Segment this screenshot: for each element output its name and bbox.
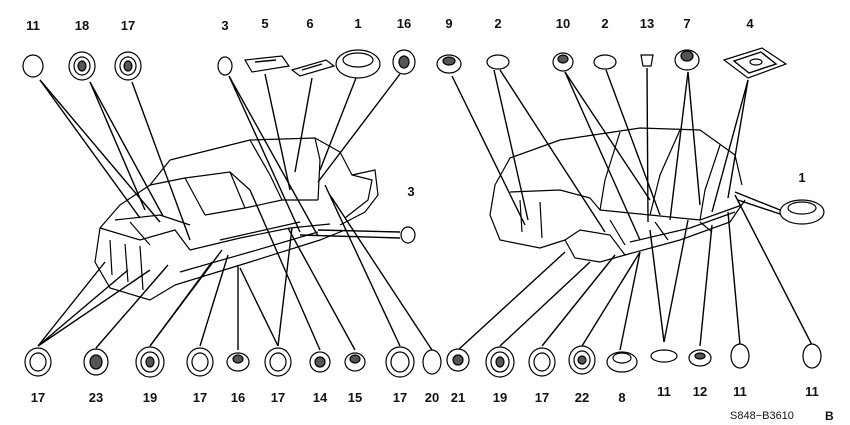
part-14-grommet xyxy=(309,351,331,373)
label-10: 10 xyxy=(556,16,570,31)
label-18: 18 xyxy=(75,18,89,33)
leader-lines xyxy=(37,67,813,351)
part-11-seal-b1 xyxy=(650,349,678,363)
label-9: 9 xyxy=(445,16,452,31)
top-parts xyxy=(22,47,788,81)
part-18-grommet xyxy=(68,51,96,81)
part-17-grommet-b3 xyxy=(264,347,292,377)
label-19-b1: 19 xyxy=(143,390,157,405)
label-17-b5: 17 xyxy=(535,390,549,405)
label-11-b2: 11 xyxy=(733,384,747,399)
part-4-rect-grommet xyxy=(722,47,788,79)
label-20: 20 xyxy=(425,390,439,405)
label-17-b4: 17 xyxy=(393,390,407,405)
label-22: 22 xyxy=(575,390,589,405)
label-2-b: 2 xyxy=(601,16,608,31)
part-13-plug xyxy=(640,54,654,67)
diagram-code: S848−B3610 xyxy=(730,410,794,422)
part-2-cap-a xyxy=(486,54,510,70)
label-7: 7 xyxy=(683,16,690,31)
label-2-a: 2 xyxy=(494,16,501,31)
car-body-rear-view xyxy=(489,127,746,263)
label-16-bottom: 16 xyxy=(231,390,245,405)
part-8-grommet xyxy=(606,351,638,373)
part-15-grommet xyxy=(344,352,366,372)
part-5-plate xyxy=(244,55,291,73)
part-19-grommet-b1 xyxy=(135,346,165,378)
part-6-plate xyxy=(290,59,336,77)
label-3-side: 3 xyxy=(407,184,414,199)
part-3-seal-top xyxy=(217,56,233,76)
label-17-b3: 17 xyxy=(271,390,285,405)
part-20-seal xyxy=(422,349,442,375)
part-21-grommet xyxy=(446,348,470,372)
label-23: 23 xyxy=(89,390,103,405)
label-21: 21 xyxy=(451,390,465,405)
part-11-seal-b3 xyxy=(802,343,822,369)
label-13: 13 xyxy=(640,16,654,31)
part-9-plug xyxy=(436,54,462,74)
label-19-b2: 19 xyxy=(493,390,507,405)
car-body-front-view xyxy=(94,137,379,301)
part-1-grommet-top xyxy=(335,49,381,79)
part-17-grommet-b2 xyxy=(186,347,214,377)
label-3-top: 3 xyxy=(221,18,228,33)
diagram-code-suffix: B xyxy=(825,409,834,423)
part-12-grommet xyxy=(688,349,712,367)
label-11-top-a: 11 xyxy=(26,18,40,33)
part-3-seal-side xyxy=(400,226,416,244)
label-6: 6 xyxy=(306,16,313,31)
label-5: 5 xyxy=(261,16,268,31)
part-17-grommet-b1 xyxy=(24,347,52,377)
label-14: 14 xyxy=(313,390,328,405)
label-17-top: 17 xyxy=(121,18,135,33)
part-7-plug xyxy=(674,49,700,71)
part-16-grommet-bottom xyxy=(226,352,250,372)
part-10-plug xyxy=(552,52,574,72)
label-4: 4 xyxy=(746,16,754,31)
part-17-grommet-b5 xyxy=(528,347,556,377)
label-8: 8 xyxy=(618,390,625,405)
part-16-grommet-top xyxy=(392,49,416,75)
label-12: 12 xyxy=(693,384,707,399)
label-11-b1: 11 xyxy=(657,384,671,399)
bottom-labels: 17 23 19 17 16 17 14 15 17 20 21 19 17 2… xyxy=(31,384,819,405)
part-22-grommet xyxy=(568,345,596,375)
label-11-b3: 11 xyxy=(805,384,819,399)
label-17-b1: 17 xyxy=(31,390,45,405)
label-1-top: 1 xyxy=(354,16,361,31)
part-11-seal-b2 xyxy=(730,343,750,369)
top-labels: 11 18 17 3 5 6 1 16 9 2 10 2 13 7 4 xyxy=(26,16,754,33)
part-17-grommet-top xyxy=(114,51,142,81)
part-17-grommet-b4 xyxy=(385,346,415,378)
part-1-grommet-side xyxy=(779,199,825,225)
label-16-top: 16 xyxy=(397,16,411,31)
part-23-grommet xyxy=(83,348,109,376)
bottom-parts xyxy=(24,343,822,378)
label-1-side: 1 xyxy=(798,170,805,185)
part-19-grommet-b2 xyxy=(485,346,515,378)
part-2-cap-b xyxy=(593,54,617,70)
label-15: 15 xyxy=(348,390,362,405)
label-17-b2: 17 xyxy=(193,390,207,405)
part-11-seal xyxy=(22,54,44,78)
